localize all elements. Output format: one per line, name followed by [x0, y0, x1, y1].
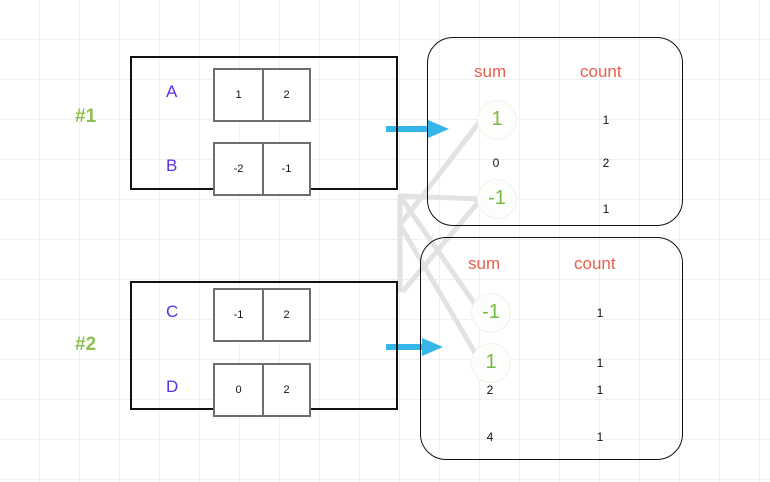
cell-d-1: 2: [262, 365, 309, 415]
value-pair-d: 0 2: [213, 363, 311, 417]
sum-value-t2-r1: 1: [485, 351, 497, 373]
value-pair-b: -2 -1: [213, 142, 311, 196]
row-label-a: A: [166, 82, 178, 101]
group-label-2: #2: [75, 334, 97, 355]
result-panel-group-1: [427, 37, 683, 226]
column-header-sum-1: sum: [474, 62, 507, 81]
cell-c-1: 2: [262, 290, 309, 340]
sum-value-t2-r3: 4: [486, 430, 494, 444]
highlight-circle-t1-r2: [477, 179, 517, 219]
cell-c-0: -1: [233, 309, 244, 321]
sum-value-t1-r1: 0: [492, 156, 500, 170]
value-pair-c: -1 2: [213, 288, 311, 342]
column-header-count-1: count: [580, 62, 622, 81]
row-label-d: D: [166, 377, 179, 396]
value-pair-a: 1 2: [213, 68, 311, 122]
sum-value-t1-r0: 1: [491, 108, 503, 130]
count-value-t2-r0: 1: [596, 306, 604, 320]
count-value-t1-r2: 1: [602, 202, 610, 216]
sum-value-t2-r2: 2: [486, 383, 494, 397]
column-header-sum-2: sum: [468, 254, 501, 273]
result-panel-group-2: [420, 237, 683, 460]
cell-a-0: 1: [235, 89, 242, 101]
count-value-t1-r1: 2: [602, 156, 610, 170]
count-value-t2-r2: 1: [596, 383, 604, 397]
group-label-1: #1: [75, 106, 97, 127]
count-value-t2-r1: 1: [596, 356, 604, 370]
sum-value-t1-r2: -1: [488, 187, 506, 209]
cell-d-0: 0: [235, 384, 242, 396]
highlight-circle-t1-r0: [477, 100, 517, 140]
column-header-count-2: count: [574, 254, 616, 273]
cell-b-1: -1: [262, 144, 309, 194]
cell-b-0: -2: [233, 163, 244, 175]
row-label-c: C: [166, 302, 179, 321]
sum-value-t2-r0: -1: [482, 301, 500, 323]
cell-a-1: 2: [262, 70, 309, 120]
highlight-circle-t2-r1: [471, 343, 511, 383]
count-value-t1-r0: 1: [602, 113, 610, 127]
highlight-circle-t2-r0: [471, 293, 511, 333]
row-label-b: B: [166, 156, 178, 175]
count-value-t2-r3: 1: [596, 430, 604, 444]
